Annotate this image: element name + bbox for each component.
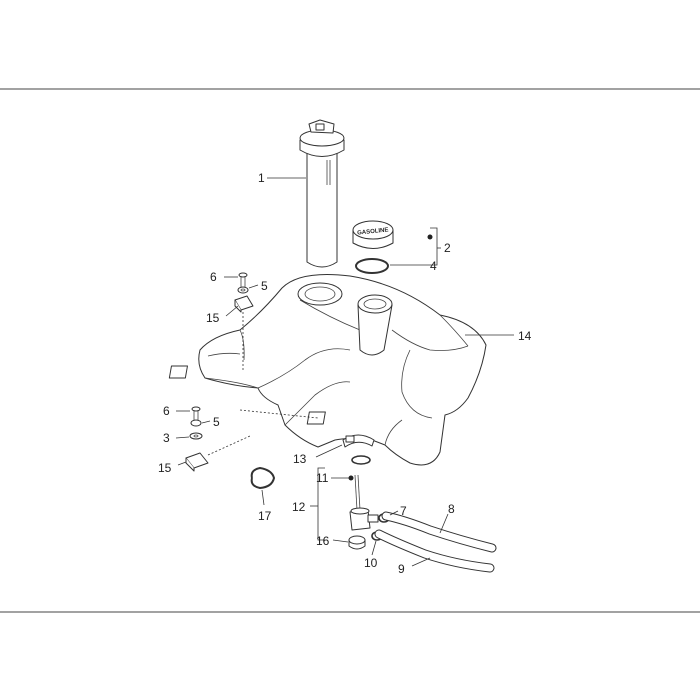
callout-6-upper: 6 (210, 270, 217, 284)
tap-seal-ring (351, 455, 371, 465)
callout-7: 7 (400, 504, 407, 518)
outlet-clamp (342, 434, 375, 448)
callout-5-lower: 5 (213, 415, 220, 429)
upper-mount-bolt-set (234, 272, 254, 370)
filter-cup (348, 535, 366, 550)
leader-lines (175, 177, 514, 567)
lower-mount-bolt-set (185, 406, 319, 472)
callout-8: 8 (448, 502, 455, 516)
band-clamp (250, 466, 276, 490)
fuel-cap-label: GASOLINE (357, 227, 389, 236)
fuel-tap (349, 474, 379, 531)
callout-15-upper: 15 (206, 311, 220, 325)
callout-12: 12 (292, 500, 306, 514)
fuel-hose-lower (374, 529, 495, 573)
fuel-cap: GASOLINE (352, 220, 394, 249)
callout-1: 1 (258, 171, 265, 185)
callout-3: 3 (163, 431, 170, 445)
callout-15-lower: 15 (158, 461, 172, 475)
callout-9: 9 (398, 562, 405, 576)
callout-2: 2 (444, 241, 451, 255)
callout-13: 13 (293, 452, 307, 466)
callout-4: 4 (430, 259, 437, 273)
callout-5-upper: 5 (261, 279, 268, 293)
callout-10: 10 (364, 556, 378, 570)
fuel-sender-tube (299, 119, 345, 268)
fuel-tank (168, 274, 487, 466)
callout-11: 11 (316, 471, 329, 485)
callout-17: 17 (258, 509, 272, 523)
callout-16: 16 (316, 534, 330, 548)
cap-seal-ring (355, 258, 389, 274)
callout-14: 14 (518, 329, 532, 343)
callout-6-lower: 6 (163, 404, 170, 418)
fuel-hose-upper (381, 511, 497, 553)
